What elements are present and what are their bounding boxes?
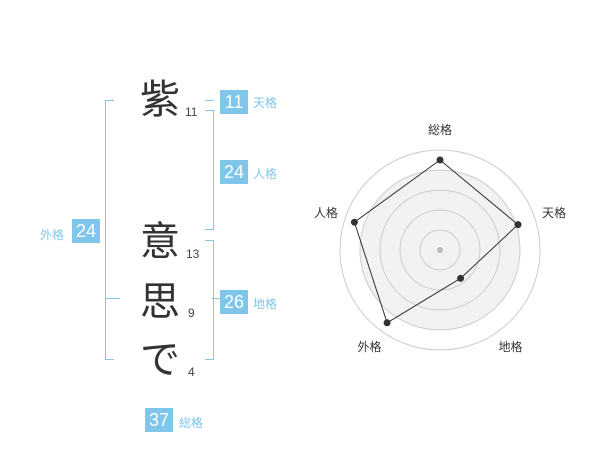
radar-point-3 (457, 274, 465, 282)
gaikaku-label: 外格 (40, 228, 65, 242)
jinkaku-value: 24 (220, 160, 248, 184)
radar-center (437, 247, 443, 253)
name-char-1: 紫 (140, 77, 180, 123)
jinkaku-bracket (205, 110, 214, 230)
jinkaku-label: 人格 (253, 167, 278, 181)
tenkaku-value: 11 (220, 90, 248, 114)
soukaku-value: 37 (145, 408, 173, 432)
radar-point-5 (350, 218, 358, 226)
radar-ring (399, 209, 481, 291)
radar-ring (359, 169, 521, 331)
name-char-4: で (140, 337, 180, 383)
name-char-3: 思 (140, 279, 180, 325)
radar-axis-label-4: 外格 (357, 339, 381, 354)
radar-point-2 (514, 221, 522, 229)
radar-ring (339, 149, 541, 351)
gaikaku-bracket (105, 100, 114, 360)
stroke-count-4: 4 (188, 365, 195, 379)
radar-ring (419, 229, 461, 271)
radar-series-polygon (353, 159, 519, 324)
radar-axis-label-1: 総格 (428, 122, 452, 137)
radar-point-1 (436, 156, 444, 164)
name-char-2: 意 (140, 219, 180, 265)
stroke-count-1: 11 (185, 105, 198, 119)
gaikaku-value: 24 (72, 219, 100, 243)
tenkaku-bracket (205, 100, 213, 101)
chikaku-label: 地格 (253, 297, 278, 311)
radar-axis-label-2: 天格 (542, 205, 566, 220)
gaikaku-bracket-mid (106, 298, 120, 299)
stroke-count-2: 13 (186, 247, 200, 261)
radar-ring (379, 189, 501, 311)
chikaku-bracket-mid (212, 298, 220, 299)
radar-axis-label-5: 人格 (314, 205, 338, 220)
chikaku-value: 26 (220, 290, 248, 314)
radar-point-4 (383, 319, 391, 327)
soukaku-label: 総格 (179, 416, 204, 430)
radar-axis-label-3: 地格 (499, 339, 523, 354)
chikaku-bracket (205, 240, 214, 360)
tenkaku-label: 天格 (253, 96, 278, 110)
stroke-count-3: 9 (188, 306, 195, 320)
